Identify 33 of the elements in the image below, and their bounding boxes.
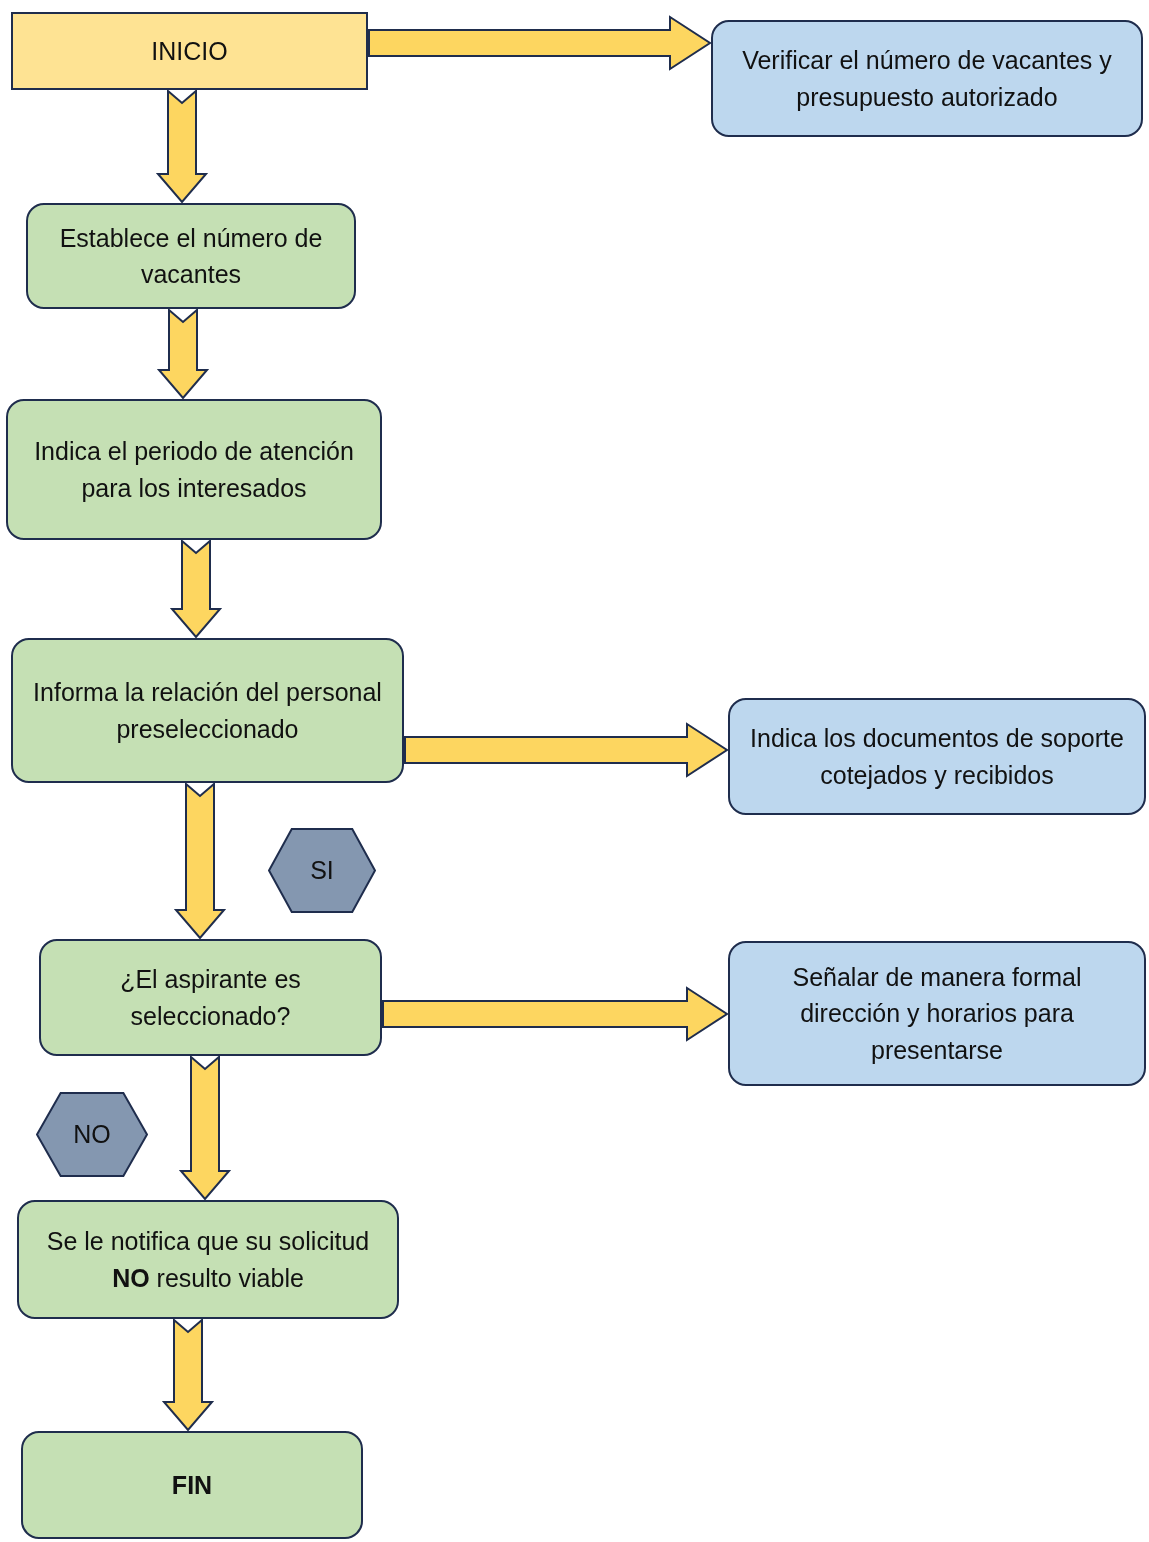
process-box xyxy=(21,1431,363,1539)
chevron-arrow xyxy=(173,781,227,940)
process-box xyxy=(26,203,356,309)
chevron-arrow xyxy=(178,1054,232,1201)
info-box xyxy=(728,941,1146,1086)
info-box xyxy=(711,20,1143,137)
process-box xyxy=(17,1200,399,1319)
chevron-arrow xyxy=(169,538,223,639)
step-text: Señalar de manera formal dirección y horarios para presentarse xyxy=(791,962,1083,1066)
process-box xyxy=(39,939,382,1056)
step-text: Indica los documentos de soporte cotejados y recibidos xyxy=(749,723,1125,791)
chevron-arrow xyxy=(155,88,209,204)
step-text: INICIO xyxy=(151,35,228,67)
process-box xyxy=(11,638,404,783)
block-arrow xyxy=(404,722,729,778)
hexagon-label xyxy=(36,1092,148,1177)
hexagon-text: SI xyxy=(310,855,334,887)
step-text: Establece el número de vacantes xyxy=(58,222,324,290)
process-box xyxy=(6,399,382,540)
step-text: Verificar el número de vacantes y presupuesto autorizado xyxy=(741,45,1113,113)
step-text: Se le notifica que su solicitud NO resulto viable xyxy=(45,1226,371,1294)
step-text: FIN xyxy=(171,1469,213,1501)
hexagon-text: NO xyxy=(73,1119,111,1151)
step-text: ¿El aspirante es seleccionado? xyxy=(119,964,302,1032)
block-arrow xyxy=(382,986,729,1042)
chevron-arrow xyxy=(156,307,210,400)
block-arrow xyxy=(368,15,712,71)
start-box xyxy=(11,12,368,90)
chevron-arrow xyxy=(161,1317,215,1432)
hexagon-label xyxy=(268,828,376,913)
step-text: Informa la relación del personal preseleccionado xyxy=(32,677,383,745)
info-box xyxy=(728,698,1146,815)
step-text: Indica el periodo de atención para los interesados xyxy=(33,436,355,504)
